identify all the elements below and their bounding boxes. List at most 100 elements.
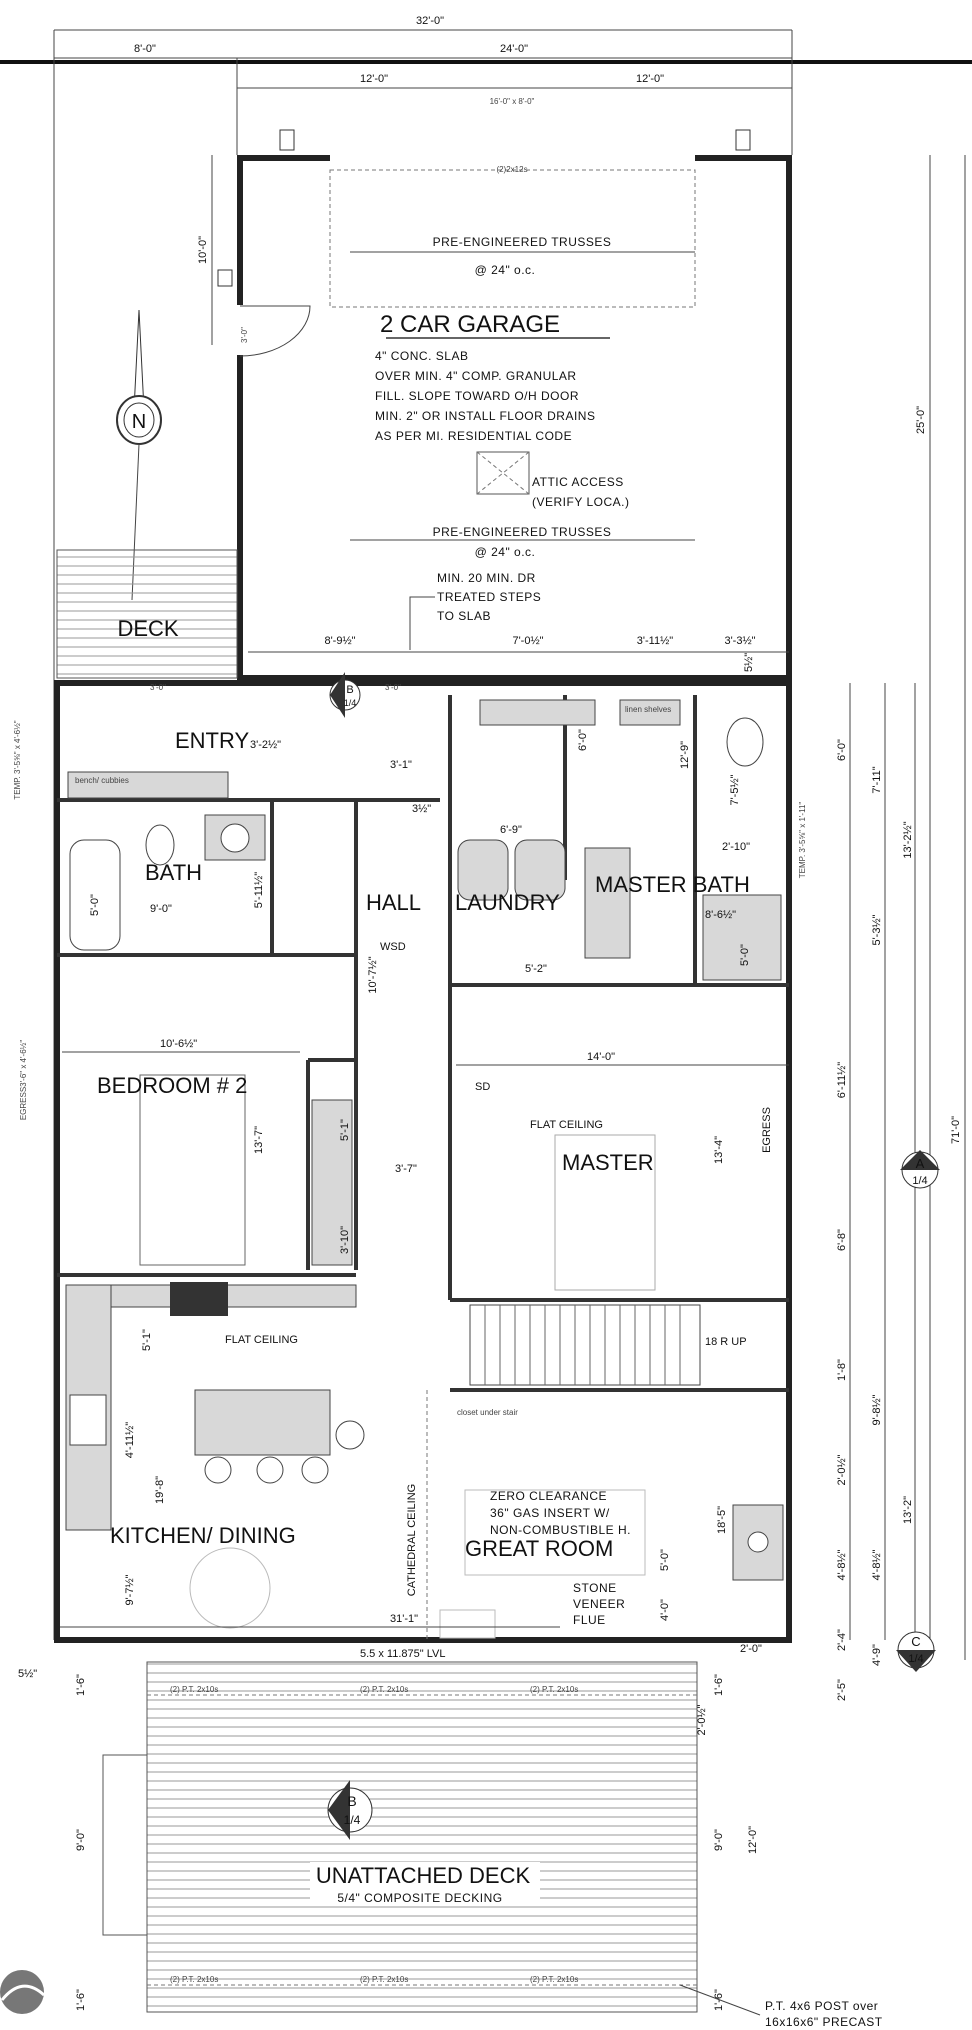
dim: 12'-9"	[679, 741, 691, 769]
dim: 3'-0"	[385, 683, 401, 692]
dim: 3'-11½"	[637, 635, 673, 647]
dim: 10'-7½"	[367, 956, 379, 993]
door-swing	[239, 305, 311, 357]
room-label-master: MASTER	[562, 1150, 654, 1175]
attic-label: (VERIFY LOCA.)	[532, 495, 629, 509]
ceiling-note: FLAT CEILING	[530, 1119, 603, 1131]
attic-label: ATTIC ACCESS	[532, 475, 624, 489]
north-arrow-icon: N	[116, 309, 162, 601]
dim: 3'-3½"	[724, 635, 755, 647]
dim: 7'-11"	[871, 766, 883, 793]
dim: 1'-6"	[75, 1989, 87, 2011]
room-label-bedroom-2: BEDROOM # 2	[97, 1073, 247, 1098]
right-dimensions: TEMP. 3'-5⅝" x 1'-11" 6'-0" 7'-11" 13'-2…	[798, 683, 916, 1701]
sofa-icon	[464, 1489, 646, 1576]
steps-note: TO SLAB	[437, 609, 491, 623]
post-icon	[279, 129, 295, 151]
stool-icon	[335, 1420, 365, 1450]
window-label: TEMP. 3'-5⅝" x 1'-11"	[798, 802, 807, 879]
window-label: EGRESS3'-6" x 4'-6½"	[19, 1040, 28, 1120]
dim: 5½"	[743, 653, 755, 672]
dim: 12'-0"	[747, 1826, 759, 1854]
post-note: 16x16x6" PRECAST	[765, 2015, 883, 2029]
section-marker-b-deck: B 1/4	[327, 1780, 373, 1840]
bed-icon	[139, 1074, 246, 1266]
stool-icon	[301, 1456, 329, 1484]
top-dimensions: 32'-0" 8'-0" 24'-0" 12'-0" 12'-0"	[0, 15, 972, 1640]
room-labels: ENTRY 3'-2½" 3'-1" 3'-0" 3'-0" 3½" BATH …	[60, 683, 789, 1736]
washer-icon	[457, 839, 509, 901]
dim: 9'-0"	[75, 1829, 87, 1851]
dim: 31'-1"	[390, 1613, 418, 1625]
beam-label: 5.5 x 11.875" LVL	[360, 1648, 445, 1660]
dim: 1'-6"	[75, 1674, 87, 1696]
room-label-deck: DECK	[117, 616, 178, 641]
dim: 3'-0"	[240, 327, 249, 343]
beam-label: (2) P.T. 2x10s	[170, 1685, 218, 1694]
attic-access-icon	[476, 451, 530, 495]
dim: 3'-10"	[339, 1226, 351, 1254]
room-label-bath: BATH	[145, 860, 202, 885]
fireplace-note: ZERO CLEARANCE	[490, 1489, 607, 1503]
laundry-counter	[479, 699, 596, 726]
dim: 13'-7"	[253, 1126, 265, 1154]
dim: 3'-7"	[395, 1163, 417, 1175]
house-walls	[54, 680, 792, 1643]
overall-depth-dim: 71'-0"	[950, 1116, 962, 1144]
stool-icon	[256, 1456, 284, 1484]
shower-icon	[702, 894, 782, 981]
section-letter: B	[346, 684, 353, 696]
toilet-icon	[145, 824, 175, 866]
dim: 5½"	[18, 1668, 37, 1680]
bench-cubbies	[67, 771, 229, 799]
dim: 6'-9"	[500, 824, 522, 836]
closet-shelf	[311, 1099, 353, 1266]
dim: 10'-0"	[197, 236, 209, 264]
dim: 8'-0"	[134, 43, 156, 55]
dining-table-icon	[189, 1547, 271, 1629]
smoke-detector-label: SD	[475, 1081, 490, 1093]
dim: 5'-0"	[89, 894, 101, 916]
linen-shelves	[619, 699, 681, 726]
dim: 3½"	[412, 803, 431, 815]
section-sheet: 1/4	[908, 1653, 923, 1665]
stool-icon	[204, 1456, 232, 1484]
dim: 4'-8½"	[871, 1549, 883, 1580]
room-label-great-room: GREAT ROOM	[465, 1536, 613, 1561]
smoke-detector-label: WSD	[380, 941, 406, 953]
decking-note: 5/4" COMPOSITE DECKING	[337, 1891, 502, 1905]
section-sheet: 1/4	[344, 698, 357, 708]
dim: 2'-4"	[836, 1629, 848, 1651]
dim: 6'-0"	[577, 729, 589, 751]
chair-icon	[439, 1609, 496, 1639]
dim: 2'-10"	[722, 841, 750, 853]
logo-icon	[0, 1970, 46, 2014]
window-egress-label: EGRESS	[761, 1107, 773, 1153]
dim: 5'-3½"	[871, 914, 883, 945]
dim: 2'-5"	[836, 1679, 848, 1701]
garage-depth-dim: 25'-0"	[915, 406, 927, 434]
room-label-hall: HALL	[366, 890, 421, 915]
section-letter: A	[916, 1156, 925, 1171]
dim: 4'-8½"	[836, 1549, 848, 1580]
dim: 24'-0"	[500, 43, 528, 55]
garage-note: OVER MIN. 4" COMP. GRANULAR	[375, 369, 577, 383]
master-vanity	[584, 847, 631, 959]
dim: 13'-4"	[713, 1136, 725, 1164]
beam-label: (2) P.T. 2x10s	[170, 1975, 218, 1984]
section-letter: C	[911, 1634, 920, 1649]
beam-label: (2) P.T. 2x10s	[360, 1975, 408, 1984]
dim: 8'-9½"	[324, 635, 355, 647]
toilet-icon	[726, 717, 764, 767]
bed-icon	[554, 1134, 656, 1291]
dim: 4'-0"	[659, 1599, 671, 1621]
post-icon	[735, 129, 751, 151]
bench-label: bench/ cubbies	[75, 776, 129, 785]
dim: 3'-1"	[390, 759, 412, 771]
ceiling-note: CATHEDRAL CEILING	[406, 1484, 418, 1596]
dim: 10'-6½"	[160, 1038, 197, 1050]
stairs-label: 18 R UP	[705, 1336, 747, 1348]
side-deck: DECK	[56, 549, 238, 679]
dim: 5'-0"	[739, 944, 751, 966]
dim: 3'-0"	[150, 683, 166, 692]
